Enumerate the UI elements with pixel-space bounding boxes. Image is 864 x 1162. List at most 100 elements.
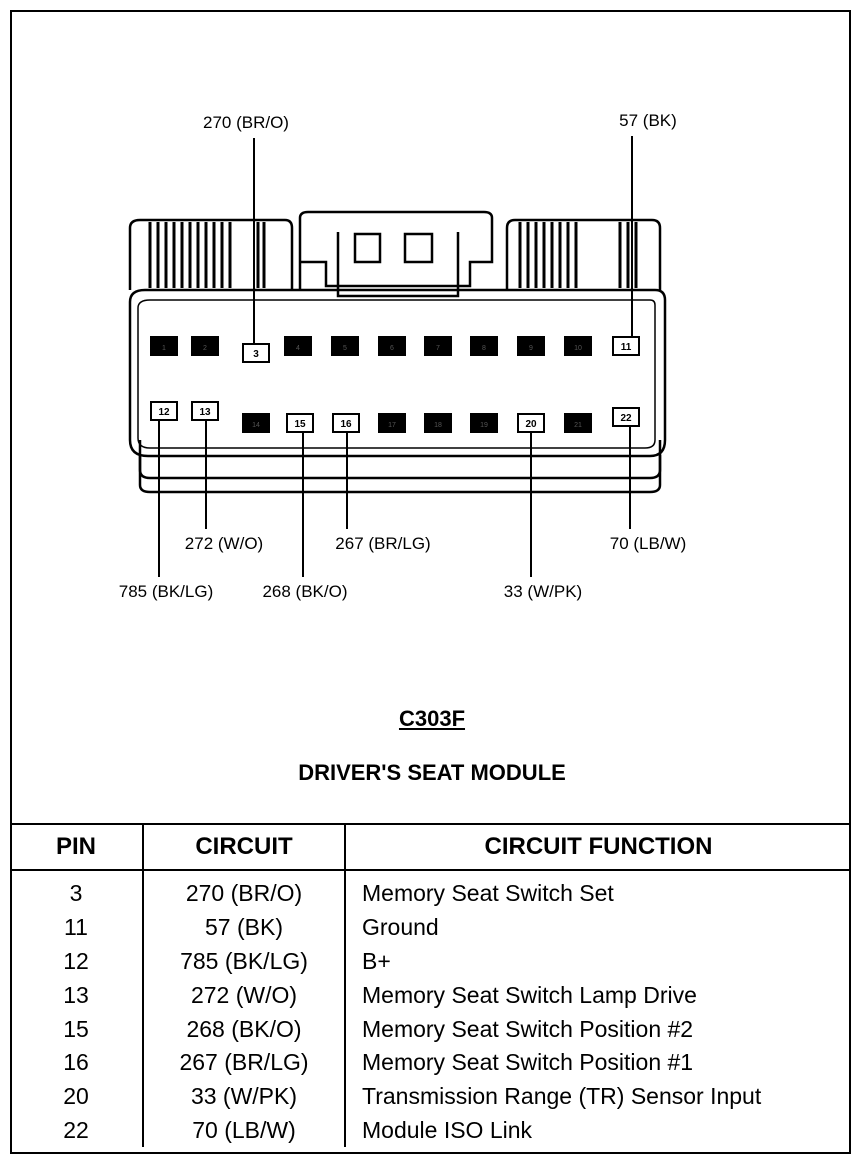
pin-7: 7 (424, 336, 452, 356)
pin-number: 2 (203, 345, 207, 352)
pin-19: 19 (470, 413, 498, 433)
connector-housing (128, 210, 667, 494)
pin-cavity (424, 336, 452, 356)
cell-pin: 3 (10, 870, 144, 911)
pin-number: 22 (620, 413, 632, 424)
callout-layer: 270 (BR/O)57 (BK)785 (BK/LG)272 (W/O)268… (119, 111, 687, 601)
cell-function: Memory Seat Switch Set (362, 880, 614, 907)
cell-function: Ground (362, 914, 439, 941)
cell-function: Memory Seat Switch Position #2 (362, 1015, 694, 1042)
pin-6: 6 (378, 336, 406, 356)
pin-cavity (517, 336, 545, 356)
pin-cavity (242, 343, 270, 363)
pin-number: 20 (525, 419, 537, 430)
pin-number: 15 (294, 419, 306, 430)
pin-number: 5 (343, 345, 347, 352)
cell-circuit: 268 (BK/O) (143, 1012, 346, 1046)
latch-ribs (148, 222, 638, 288)
cell-circuit: 70 (LB/W) (143, 1113, 346, 1148)
cell-circuit: 270 (BR/O) (143, 870, 346, 911)
page-frame (10, 10, 851, 1154)
cell-pin: 22 (10, 1113, 144, 1148)
pin-9: 9 (517, 336, 545, 356)
pin-10: 10 (564, 336, 592, 356)
pin-number: 4 (296, 345, 300, 352)
pin-number: 11 (621, 342, 632, 353)
pin-cavity (378, 336, 406, 356)
pin-number: 10 (574, 345, 582, 352)
pin-17: 17 (378, 413, 406, 433)
pin-cavity (150, 401, 178, 421)
cell-function: Memory Seat Switch Lamp Drive (362, 981, 697, 1008)
cell-function: B+ (362, 947, 391, 974)
callout-label: 57 (BK) (619, 111, 677, 130)
pin-cavity (286, 413, 314, 433)
pin-number: 13 (199, 407, 211, 418)
pin-number: 18 (434, 422, 442, 429)
cell-function: Module ISO Link (362, 1116, 533, 1143)
cell-pin: 13 (10, 978, 144, 1013)
header-pin: PIN (10, 823, 144, 871)
pin-cavity (242, 413, 270, 433)
pin-11: 11 (612, 336, 640, 356)
callout-label: 268 (BK/O) (262, 582, 347, 601)
pin-18: 18 (424, 413, 452, 433)
pin-cavity (564, 336, 592, 356)
pin-cavity (191, 336, 219, 356)
pin-number: 21 (574, 422, 582, 429)
cell-pin: 11 (10, 910, 144, 945)
pin-number: 16 (340, 419, 352, 430)
pin-number: 8 (482, 345, 486, 352)
pin-number: 9 (529, 345, 533, 352)
cell-circuit: 272 (W/O) (143, 978, 346, 1013)
pin-cavity (564, 413, 592, 433)
pin-cavity (470, 413, 498, 433)
pin-3: 3 (242, 343, 270, 363)
cell-pin: 16 (10, 1045, 144, 1080)
pin-cavity (284, 336, 312, 356)
pin-number: 1 (162, 345, 166, 352)
pin-cavity (150, 336, 178, 356)
cell-circuit: 33 (W/PK) (143, 1079, 346, 1114)
pin-number: 6 (390, 345, 394, 352)
callout-label: 267 (BR/LG) (335, 534, 430, 553)
pin-1: 1 (150, 336, 178, 356)
callout-label: 272 (W/O) (185, 534, 263, 553)
pin-22: 22 (612, 407, 640, 427)
pin-12: 12 (150, 401, 178, 421)
cell-function: Transmission Range (TR) Sensor Input (362, 1083, 762, 1110)
connector-id: C303F (398, 706, 466, 731)
cell-circuit: 57 (BK) (143, 910, 346, 945)
callout-label: 33 (W/PK) (504, 582, 582, 601)
callout-label: 270 (BR/O) (203, 113, 289, 132)
callout-label: 785 (BK/LG) (119, 582, 214, 601)
cell-pin: 20 (10, 1079, 144, 1114)
header-circuit: CIRCUIT (143, 823, 346, 871)
pin-13: 13 (191, 401, 219, 421)
pin-20: 20 (517, 413, 545, 433)
pin-number: 12 (158, 407, 170, 418)
cell-function: Memory Seat Switch Position #1 (362, 1049, 694, 1076)
pin-cavity (612, 407, 640, 427)
pin-number: 19 (480, 422, 488, 429)
pin-5: 5 (331, 336, 359, 356)
pin-cavity (424, 413, 452, 433)
header-function: CIRCUIT FUNCTION (345, 823, 851, 871)
pin-cavity (612, 336, 640, 356)
pin-15: 15 (286, 413, 314, 433)
pin-cavity (470, 336, 498, 356)
cell-pin: 15 (10, 1012, 144, 1046)
pin-number: 17 (388, 422, 396, 429)
pin-number: 7 (436, 345, 440, 352)
pin-16: 16 (332, 413, 360, 433)
cell-pin: 12 (10, 944, 144, 979)
pin-21: 21 (564, 413, 592, 433)
